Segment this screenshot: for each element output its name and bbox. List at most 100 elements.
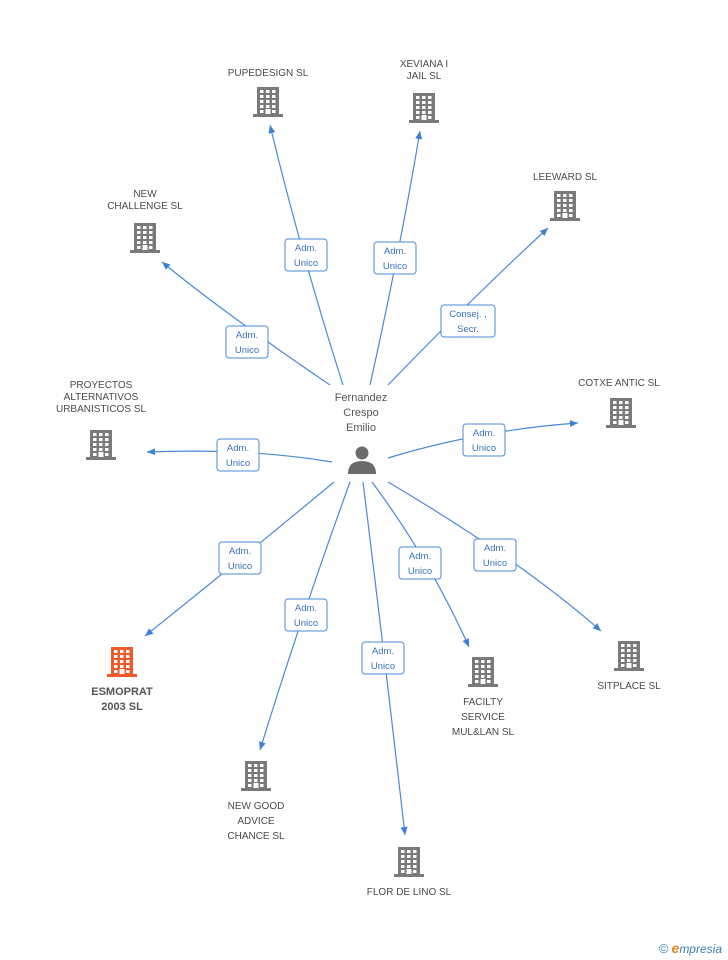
role-text: Unico [294,258,318,269]
arrowhead-pupedesign [268,125,276,134]
edge-leeward [387,227,549,386]
role-text: Adm. [236,330,258,341]
company-label: LEEWARD SL [533,172,598,183]
company-node-sitplace[interactable]: SITPLACE SL [597,641,661,692]
role-text: Adm. [384,246,406,257]
role-text: Adm. [295,243,317,254]
company-label: JAIL SL [407,71,442,82]
brand-initial: e [671,940,680,956]
building-icon [86,430,116,460]
company-label: XEVIANA I [400,59,448,70]
arrowhead-proyectos [147,448,156,456]
person-name: Crespo [343,407,378,419]
role-box-xeviana[interactable]: Adm. Unico [373,241,417,275]
role-box-pupedesign[interactable]: Adm. Unico [284,238,328,272]
role-box-frame [473,538,517,572]
role-text: Unico [383,261,407,272]
company-label: PUPEDESIGN SL [228,68,309,79]
company-label: NEW [133,189,157,200]
role-box-new-challenge[interactable]: Adm. Unico [225,325,269,359]
role-text: Unico [235,345,259,356]
role-text: Unico [408,566,432,577]
company-label: FLOR DE LINO SL [367,887,452,898]
company-label: ADVICE [237,816,275,827]
role-box-frame [361,641,405,675]
role-box-frame [462,423,506,457]
company-node-flor-de-lino[interactable]: FLOR DE LINO SL [367,847,452,898]
role-text: Secr. [457,324,479,335]
role-box-esmoprat[interactable]: Adm. Unico [218,541,262,575]
company-label: CHANCE SL [227,831,285,842]
role-box-facilty[interactable]: Adm.Unico [398,546,442,580]
brand-name: mpresia [679,942,722,956]
role-text: Adm. [473,428,495,439]
company-label: URBANISTICOS SL [56,404,146,415]
arrowhead-sitplace [592,623,601,631]
role-text: Adm. [227,443,249,454]
company-node-leeward[interactable]: LEEWARD SL [533,172,598,221]
company-node-cotxe-antic[interactable]: COTXE ANTIC SL [578,378,660,428]
edge-new-challenge [161,261,331,386]
building-icon [606,398,636,428]
arrowhead-xeviana [415,131,423,140]
role-text: Adm. [372,646,394,657]
role-text: Unico [228,561,252,572]
role-box-cotxe-antic[interactable]: Adm. Unico [462,423,506,457]
company-label: ALTERNATIVOS [64,392,139,403]
arrowhead-facilty [462,638,469,647]
role-box-sitplace[interactable]: Adm.Unico [473,538,517,572]
role-text: Adm. [295,603,317,614]
role-box-leeward[interactable]: Consej. , Secr. [440,304,496,338]
person-name: Fernandez [335,392,388,404]
arrowhead-flor-de-lino [400,826,408,835]
arrowhead-new-good-advice [259,741,266,750]
role-text: Unico [472,443,496,454]
role-box-flor-de-lino[interactable]: Adm. Unico [361,641,405,675]
company-node-pupedesign[interactable]: PUPEDESIGN SL [228,68,309,117]
role-text: Adm. [229,546,251,557]
brand-logo[interactable]: empresia [672,940,722,956]
person-icon [348,446,376,474]
company-label: 2003 SL [101,701,143,713]
role-text: Unico [294,618,318,629]
role-box-frame [216,438,260,472]
arrowhead-esmoprat [145,628,154,636]
building-icon [130,223,160,253]
building-icon [241,761,271,791]
arrowhead-cotxe-antic [569,420,578,428]
arrowhead-new-challenge [162,262,171,270]
building-icon [394,847,424,877]
role-box-frame [398,546,442,580]
edges-layer [144,124,602,836]
role-box-frame [225,325,269,359]
role-box-new-good-advice[interactable]: Adm. Unico [284,598,328,632]
role-box-frame [373,241,417,275]
role-box-frame [284,598,328,632]
role-box-proyectos[interactable]: Adm. Unico [216,438,260,472]
company-label: SERVICE [461,712,505,723]
company-label: SITPLACE SL [597,681,661,692]
person-name: Emilio [346,422,376,434]
company-label: CHALLENGE SL [107,201,183,212]
arrowhead-leeward [539,228,548,236]
role-box-frame [284,238,328,272]
copyright-icon: © [658,940,669,956]
role-text: Unico [371,661,395,672]
role-box-frame [440,304,496,338]
company-label: COTXE ANTIC SL [578,378,660,389]
role-text: Unico [226,458,250,469]
company-label: FACILTY [463,697,503,708]
footer-brand: © empresia [659,940,722,956]
building-icon [614,641,644,671]
role-text: Consej. , [449,309,487,320]
building-icon [253,87,283,117]
